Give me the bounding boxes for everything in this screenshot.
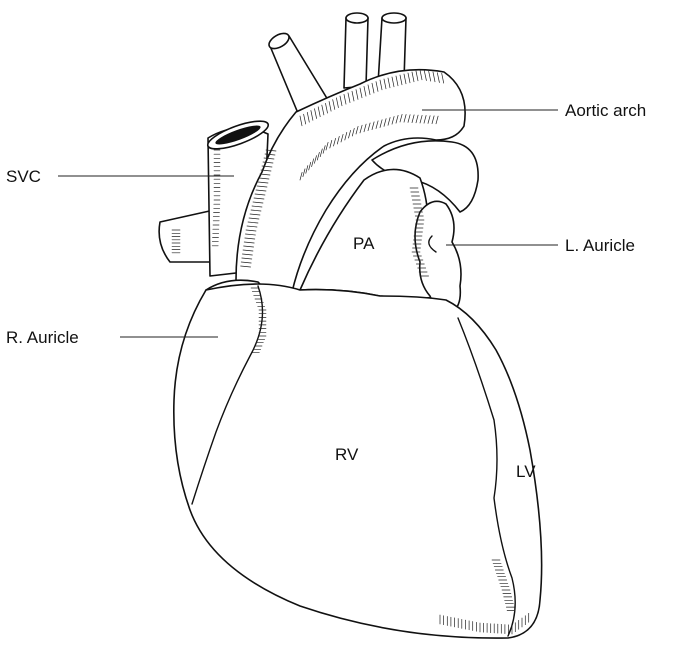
- label-aortic-arch: Aortic arch: [565, 101, 646, 120]
- left-carotid-artery: [344, 13, 368, 88]
- label-r-auricle: R. Auricle: [6, 328, 79, 347]
- label-lv: LV: [516, 462, 536, 481]
- label-svc: SVC: [6, 167, 41, 186]
- label-rv: RV: [335, 445, 359, 464]
- label-l-auricle: L. Auricle: [565, 236, 635, 255]
- label-pa: PA: [353, 234, 375, 253]
